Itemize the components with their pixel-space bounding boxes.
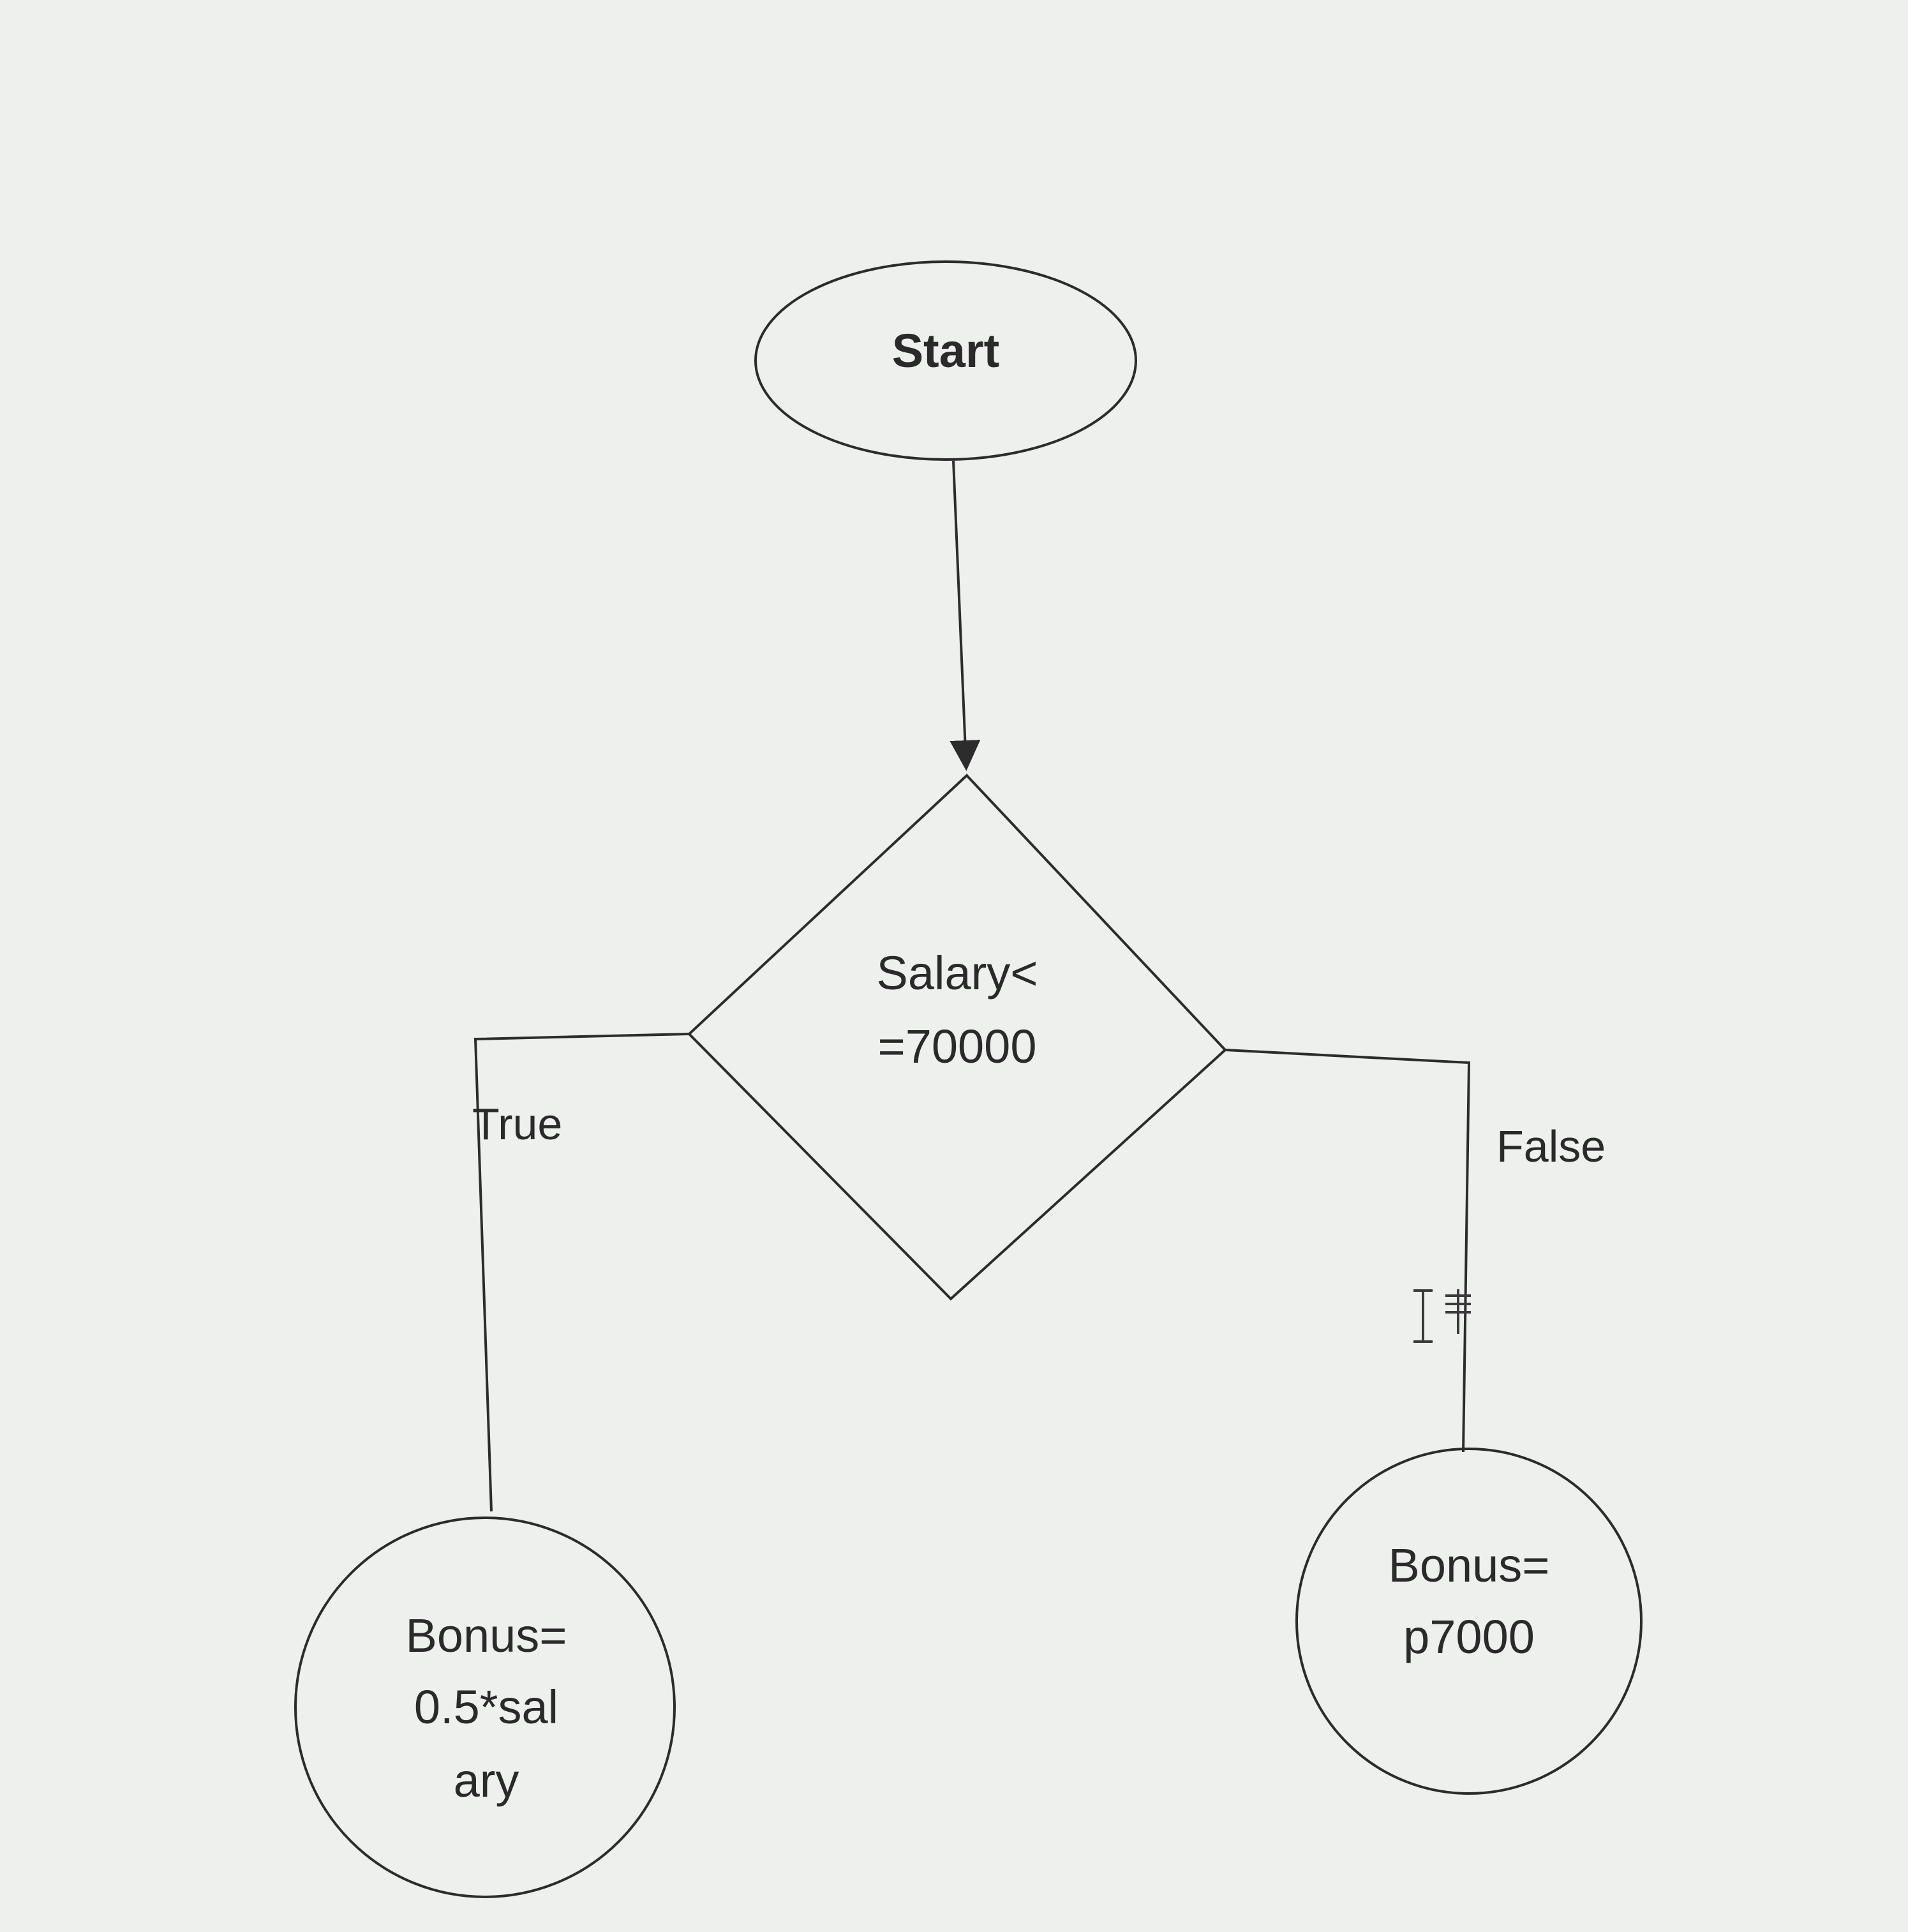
true-result-node: Bonus= 0.5*sal ary — [294, 1516, 676, 1898]
false-branch-label: False — [1496, 1121, 1606, 1171]
true-result-line-1: Bonus= — [405, 1609, 567, 1662]
false-result-line-2: p7000 — [1403, 1610, 1535, 1663]
true-result-line-2: 0.5*sal — [414, 1681, 558, 1734]
edge-true-branch: True — [472, 1033, 690, 1512]
edge-start-to-decision — [950, 460, 981, 771]
decision-label-line-2: =70000 — [878, 1020, 1037, 1073]
text-cursor-icon — [1413, 1289, 1471, 1343]
decision-label-line-1: Salary< — [877, 947, 1038, 1000]
decision-node: Salary< =70000 — [687, 774, 1227, 1301]
start-label: Start — [892, 324, 1000, 377]
true-branch-label: True — [472, 1099, 562, 1149]
true-result-line-3: ary — [454, 1754, 519, 1807]
false-result-line-1: Bonus= — [1388, 1539, 1549, 1592]
false-result-node: Bonus= p7000 — [1295, 1448, 1643, 1795]
start-node: Start — [754, 260, 1137, 461]
edge-false-branch: False — [1225, 1049, 1606, 1453]
